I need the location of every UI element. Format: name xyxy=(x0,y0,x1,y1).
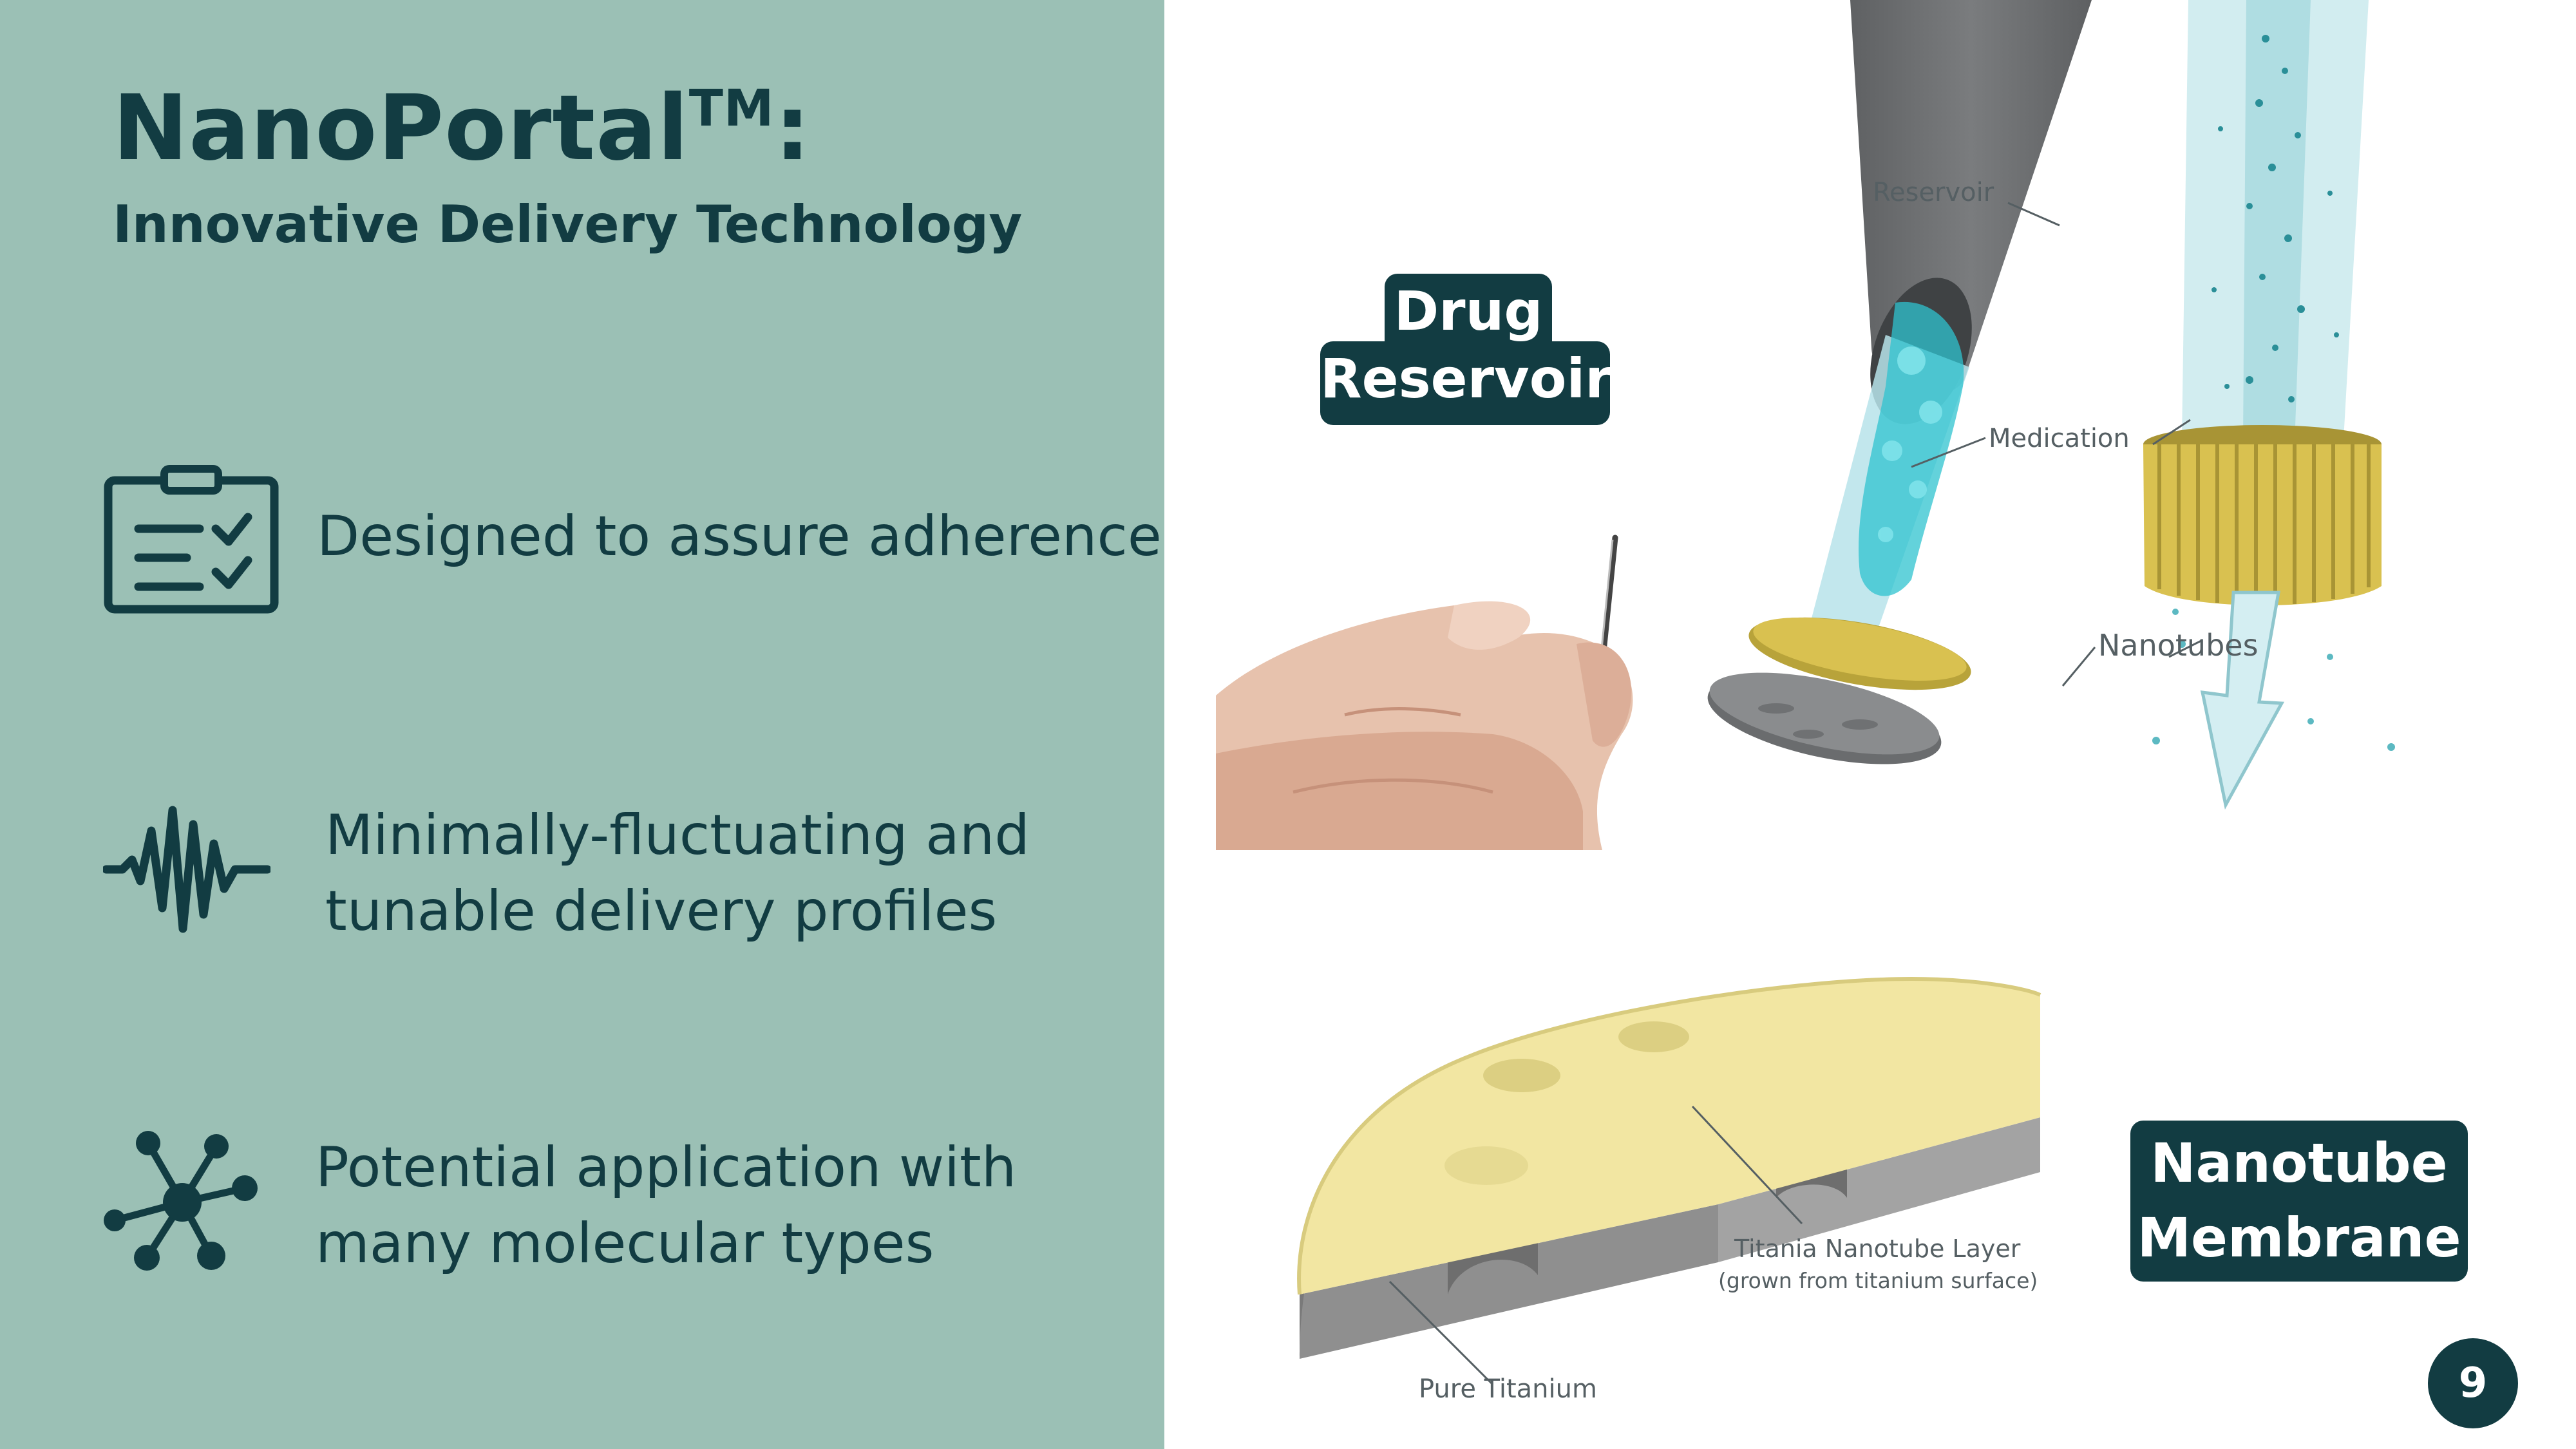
feature-line: Potential application with xyxy=(316,1135,1017,1200)
slide-subtitle: Innovative Delivery Technology xyxy=(113,194,1023,254)
title-text: NanoPortal xyxy=(113,76,689,181)
hand-holding-implant-image xyxy=(1216,522,1667,850)
page-number-badge: 9 xyxy=(2428,1338,2518,1428)
feature-line: Designed to assure adherence xyxy=(317,504,1162,569)
feature-text-molecular-types: Potential application with many molecula… xyxy=(316,1130,1016,1282)
tag-line: Membrane xyxy=(2137,1206,2461,1269)
tag-drug-reservoir: Drug xyxy=(1385,274,1552,350)
label-nanotubes: Nanotubes xyxy=(2098,628,2259,663)
tag-drug-reservoir-line2: Reservoir xyxy=(1320,341,1612,425)
waveform-icon xyxy=(103,806,270,933)
feature-line: many molecular types xyxy=(316,1211,934,1276)
clipboard-check-icon xyxy=(104,465,279,614)
trademark-mark: TM xyxy=(688,80,775,138)
tag-line: Drug xyxy=(1394,279,1543,343)
tag-nanotube-membrane: Nanotube Membrane xyxy=(2130,1121,2468,1282)
title-suffix: : xyxy=(774,76,811,181)
nanotube-membrane-diagram: Titania Nanotube Layer (grown from titan… xyxy=(1297,976,2041,1404)
right-panel: Reservoir Medication Nanotubes Titania N… xyxy=(1164,0,2576,1449)
feature-text-delivery-profiles: Minimally-fluctuating and tunable delive… xyxy=(325,797,1030,949)
slide-title: NanoPortalTM: xyxy=(113,76,811,181)
tag-line: Nanotube xyxy=(2150,1132,2448,1195)
molecule-network-icon xyxy=(104,1131,258,1271)
implant-exploded-diagram: Reservoir Medication Nanotubes xyxy=(1707,0,2395,810)
tag-line: Reservoir xyxy=(1320,347,1612,410)
label-medication: Medication xyxy=(1989,424,2130,453)
feature-line: Minimally-fluctuating and xyxy=(325,803,1030,867)
label-pure-titanium: Pure Titanium xyxy=(1419,1374,1597,1404)
label-reservoir: Reservoir xyxy=(1873,178,1994,207)
label-layer-note: (grown from titanium surface) xyxy=(1718,1268,2038,1293)
feature-line: tunable delivery profiles xyxy=(325,879,998,943)
feature-text-adherence: Designed to assure adherence xyxy=(317,498,1162,574)
label-nanotube-layer: Titania Nanotube Layer xyxy=(1734,1235,2021,1263)
left-panel: NanoPortalTM: Innovative Delivery Techno… xyxy=(0,0,1164,1449)
